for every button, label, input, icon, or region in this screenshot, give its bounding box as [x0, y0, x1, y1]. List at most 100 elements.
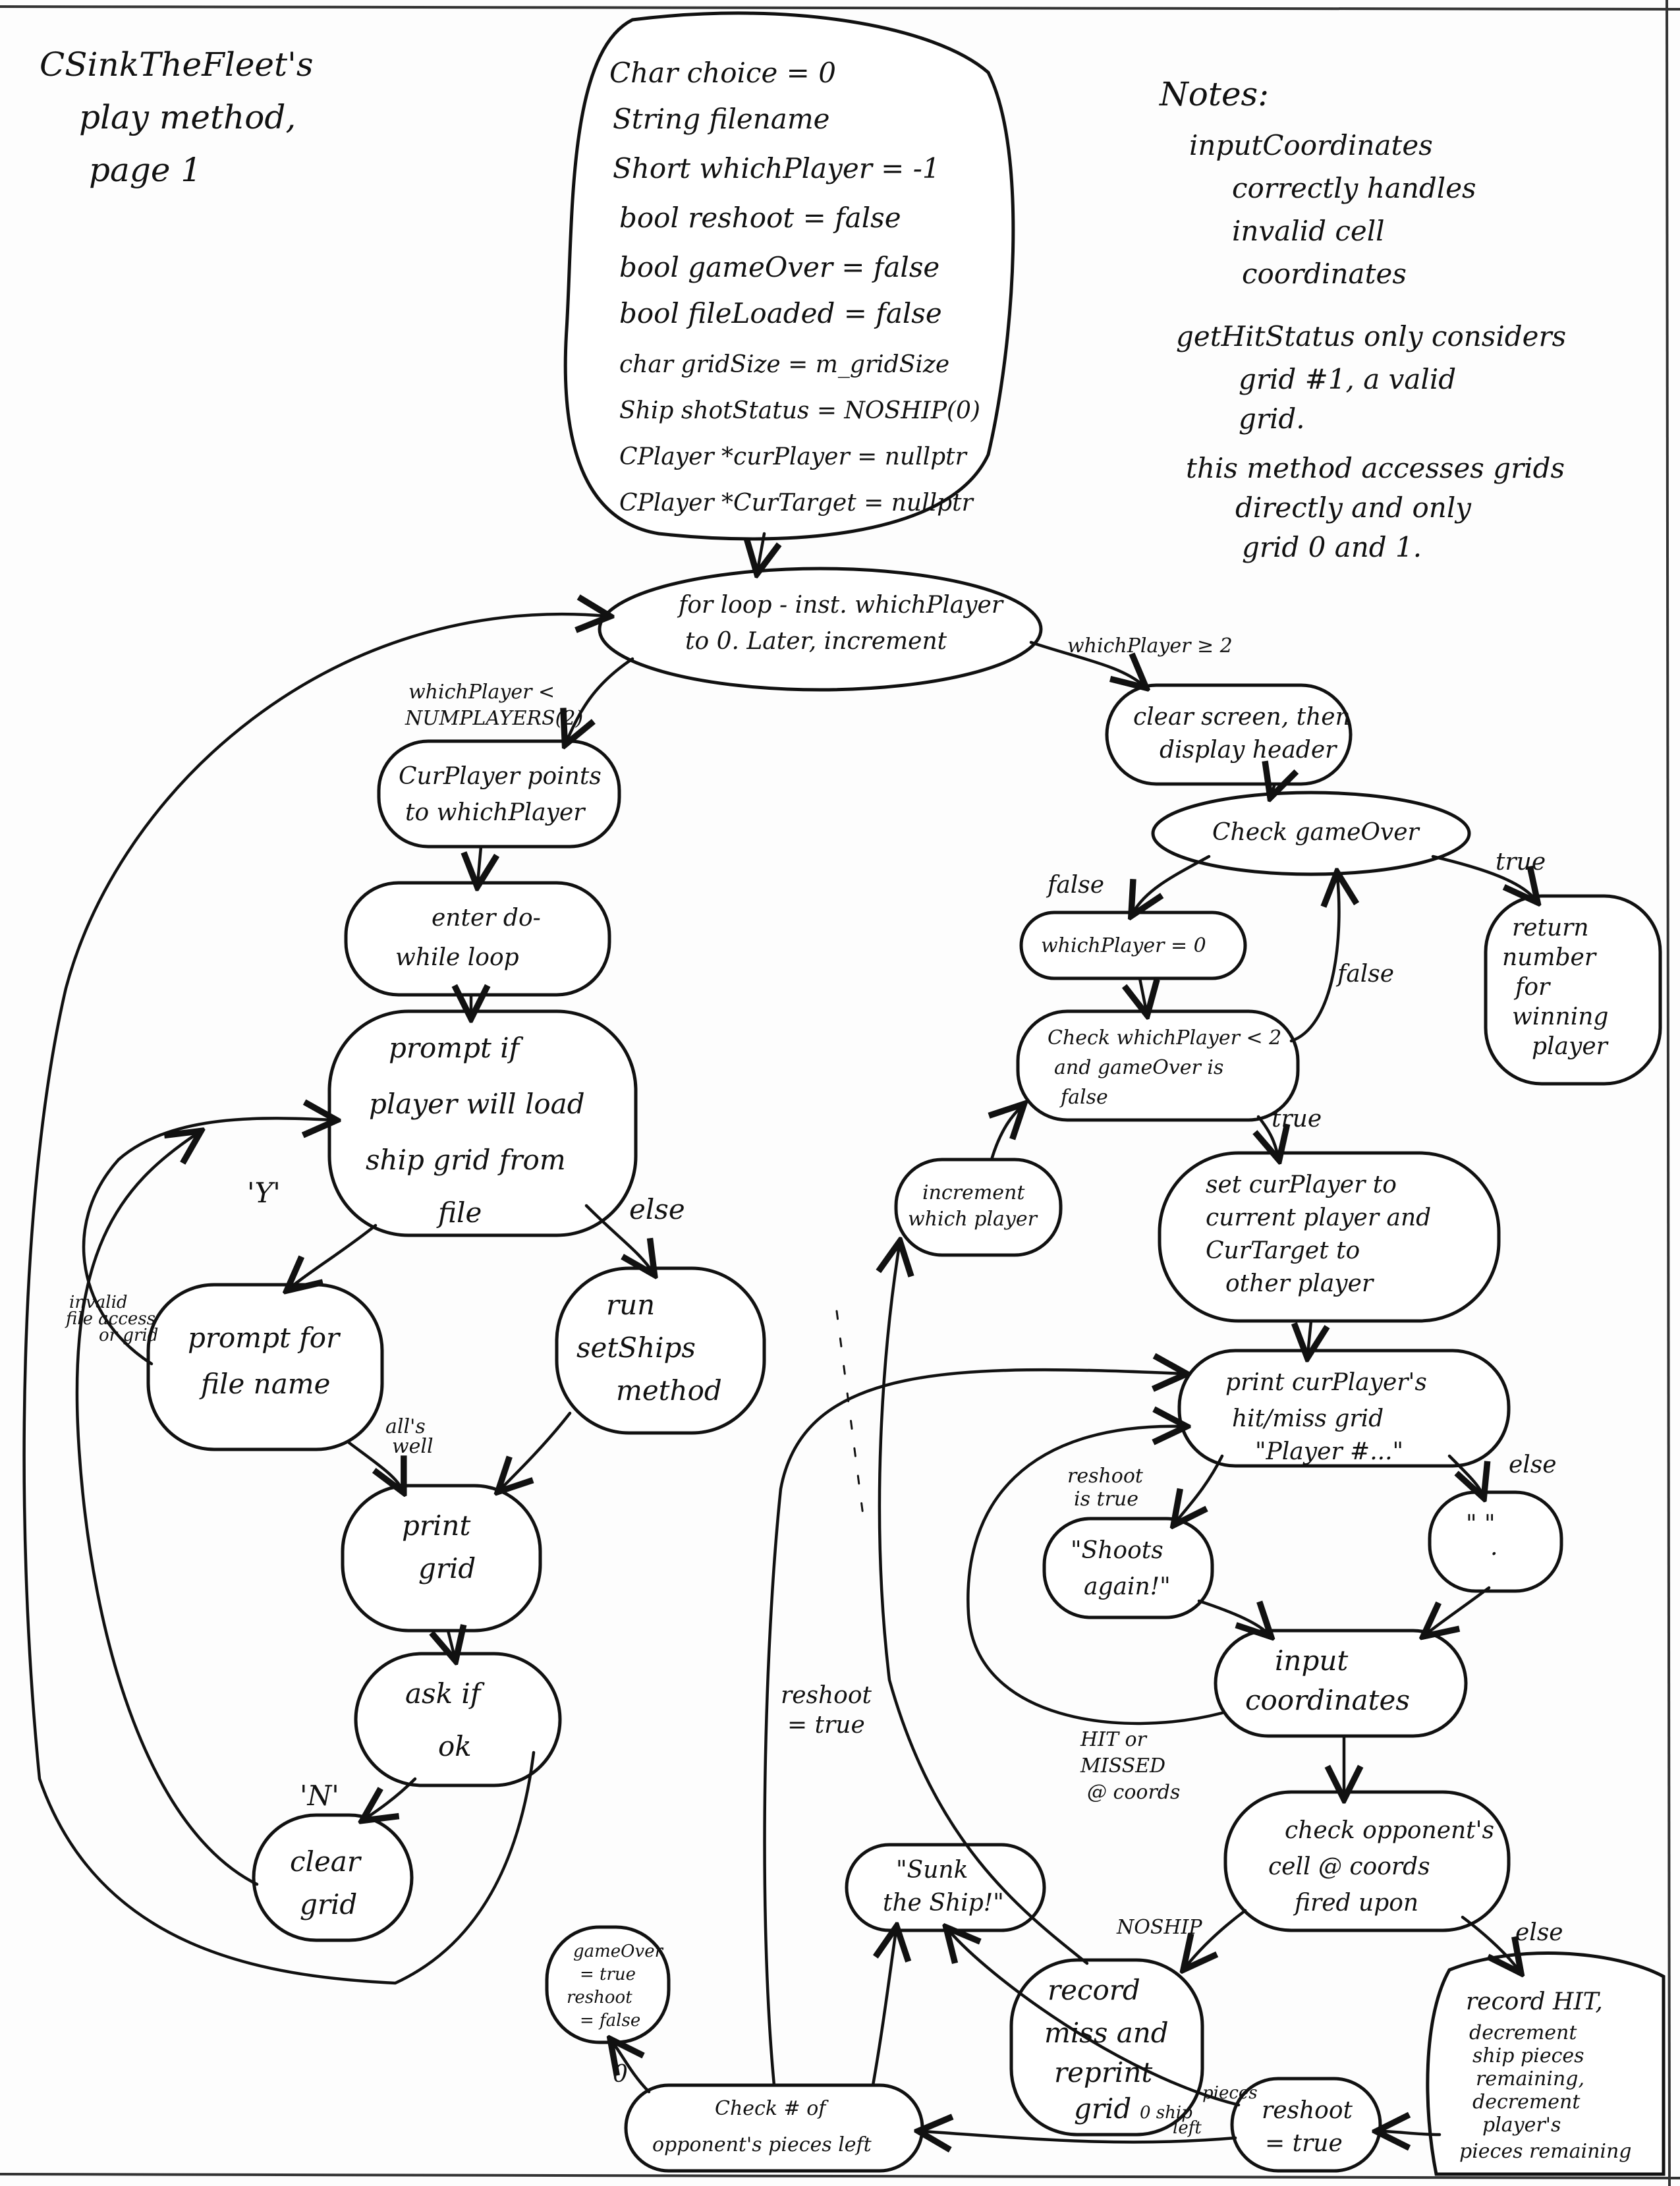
node-text: CurPlayer points [399, 763, 602, 790]
notes-line: grid. [1239, 403, 1305, 435]
node-text: = false [580, 2011, 640, 2031]
variables-node: Char choice = 0 String filename Short wh… [563, 11, 1015, 541]
node-text: "Sunk [896, 1857, 968, 1884]
node-text: set curPlayer to [1206, 1171, 1397, 1198]
node-text: ok [438, 1730, 472, 1762]
gameover-true-node: gameOver = true reshoot = false [545, 1925, 671, 2044]
notes-line: inputCoordinates [1189, 129, 1433, 161]
edge-label: 'N' [300, 1780, 339, 1812]
edge-labels: whichPlayer < NUMPLAYERS(2) whichPlayer … [65, 634, 1563, 2138]
edge-label: else [1509, 1451, 1557, 1478]
node-text: fired upon [1293, 1890, 1418, 1917]
increment-node: increment which player [894, 1158, 1063, 1257]
node-text: while loop [395, 944, 519, 971]
edge-arrow [82, 1118, 333, 1366]
var-line: CPlayer *curPlayer = nullptr [619, 443, 968, 470]
node-text: reshoot [567, 1988, 632, 2007]
node-text: player will load [369, 1088, 585, 1120]
cur-player-node: CurPlayer points to whichPlayer [377, 739, 621, 849]
edge-arrow [1140, 976, 1146, 1011]
page-top-edge [0, 5, 1680, 11]
notes-line: grid 0 and 1. [1242, 531, 1422, 563]
edge-arrow [448, 1631, 455, 1657]
edge-arrow [758, 532, 764, 570]
node-text: record [1048, 1974, 1140, 2006]
var-line: bool gameOver = false [619, 251, 939, 283]
edge-label: pieces [1202, 2083, 1258, 2103]
edge-arrow [501, 1411, 572, 1489]
edge-arrow [922, 2131, 1237, 2142]
node-text: enter do- [432, 905, 541, 932]
node-text: grid [418, 1552, 476, 1584]
node-text: which player [908, 1208, 1038, 1231]
edge-arrow [871, 1930, 896, 2087]
return-winner-node: return number for winning player [1484, 894, 1662, 1086]
edge-arrow [1258, 1115, 1278, 1156]
edge-arrow [1029, 640, 1143, 685]
node-text: input [1275, 1644, 1348, 1677]
node-text: pieces remaining [1459, 2140, 1632, 2163]
edge-label: HIT or [1080, 1728, 1148, 1751]
node-text: " " [1466, 1511, 1496, 1538]
node-text: number [1502, 944, 1597, 971]
edge-label: MISSED [1080, 1754, 1165, 1778]
edge-label: or grid [99, 1326, 158, 1345]
var-line: CPlayer *CurTarget = nullptr [619, 490, 974, 517]
node-text: Check # of [715, 2097, 829, 2120]
notes-line: coordinates [1242, 258, 1407, 290]
node-text: cell @ coords [1268, 1853, 1430, 1880]
edge-label: is true [1074, 1488, 1138, 1511]
edge-arrow [1426, 1586, 1491, 1634]
edge-dashed [835, 1310, 864, 1517]
node-text: CurTarget to [1206, 1237, 1360, 1264]
node-text: other player [1225, 1270, 1374, 1297]
node-text: = true [580, 1965, 636, 1984]
node-text: to whichPlayer [405, 799, 586, 826]
node-text: record HIT, [1466, 1988, 1603, 2015]
node-text: player's [1482, 2114, 1561, 2137]
clear-grid-node: clear grid [252, 1813, 414, 1942]
node-text: for [1513, 974, 1551, 1001]
edge-arrow [1289, 876, 1339, 1043]
node-text: reshoot [1262, 2097, 1353, 2124]
node-text: whichPlayer = 0 [1041, 934, 1206, 957]
page-bottom-edge [0, 2173, 1680, 2179]
node-text: Check whichPlayer < 2 [1048, 1026, 1281, 1050]
node-text: prompt for [188, 1322, 341, 1354]
var-line: Ship shotStatus = NOSHIP(0) [619, 397, 980, 424]
edge-arrow [1380, 2131, 1442, 2135]
edge-arrow [567, 657, 634, 741]
node-text: clear [290, 1845, 362, 1878]
edge-arrow [966, 1426, 1224, 1725]
record-miss-node: record miss and reprint grid [1009, 1958, 1204, 2137]
node-text: current player and [1206, 1204, 1431, 1231]
node-text: winning [1512, 1003, 1608, 1030]
record-hit-node: record HIT, decrement ship pieces remain… [1426, 1951, 1666, 2176]
which-zero-node: whichPlayer = 0 [1019, 911, 1247, 980]
node-text: ask if [405, 1677, 485, 1710]
node-text: opponent's pieces left [652, 2133, 872, 2156]
edge-arrow [75, 1133, 259, 1886]
var-line: char gridSize = m_gridSize [619, 351, 949, 378]
edge-arrow [366, 1777, 417, 1818]
node-text: grid [1074, 2092, 1131, 2125]
node-text: print curPlayer's [1225, 1369, 1427, 1396]
shoots-again-node: "Shoots again!" [1042, 1517, 1214, 1619]
node-text: setShips [576, 1331, 696, 1364]
node-text: display header [1160, 737, 1337, 764]
node-text: = true [1265, 2130, 1343, 2157]
edge-arrow [949, 1930, 1241, 2107]
edge-label: NOSHIP [1116, 1916, 1202, 1939]
notes-line: invalid cell [1232, 215, 1385, 247]
edge-label: else [1515, 1919, 1563, 1946]
prompt-load-node: prompt if player will load ship grid fro… [327, 1009, 638, 1237]
edge-label: well [392, 1435, 434, 1458]
print-grid-node: print grid [341, 1484, 542, 1633]
node-text: reprint [1054, 2056, 1152, 2088]
notes-line: getHitStatus only considers [1176, 320, 1566, 352]
var-line: bool reshoot = false [619, 202, 901, 234]
node-text: grid [300, 1888, 357, 1920]
edge-label: invalid [69, 1293, 128, 1312]
var-line: Short whichPlayer = -1 [613, 152, 940, 184]
